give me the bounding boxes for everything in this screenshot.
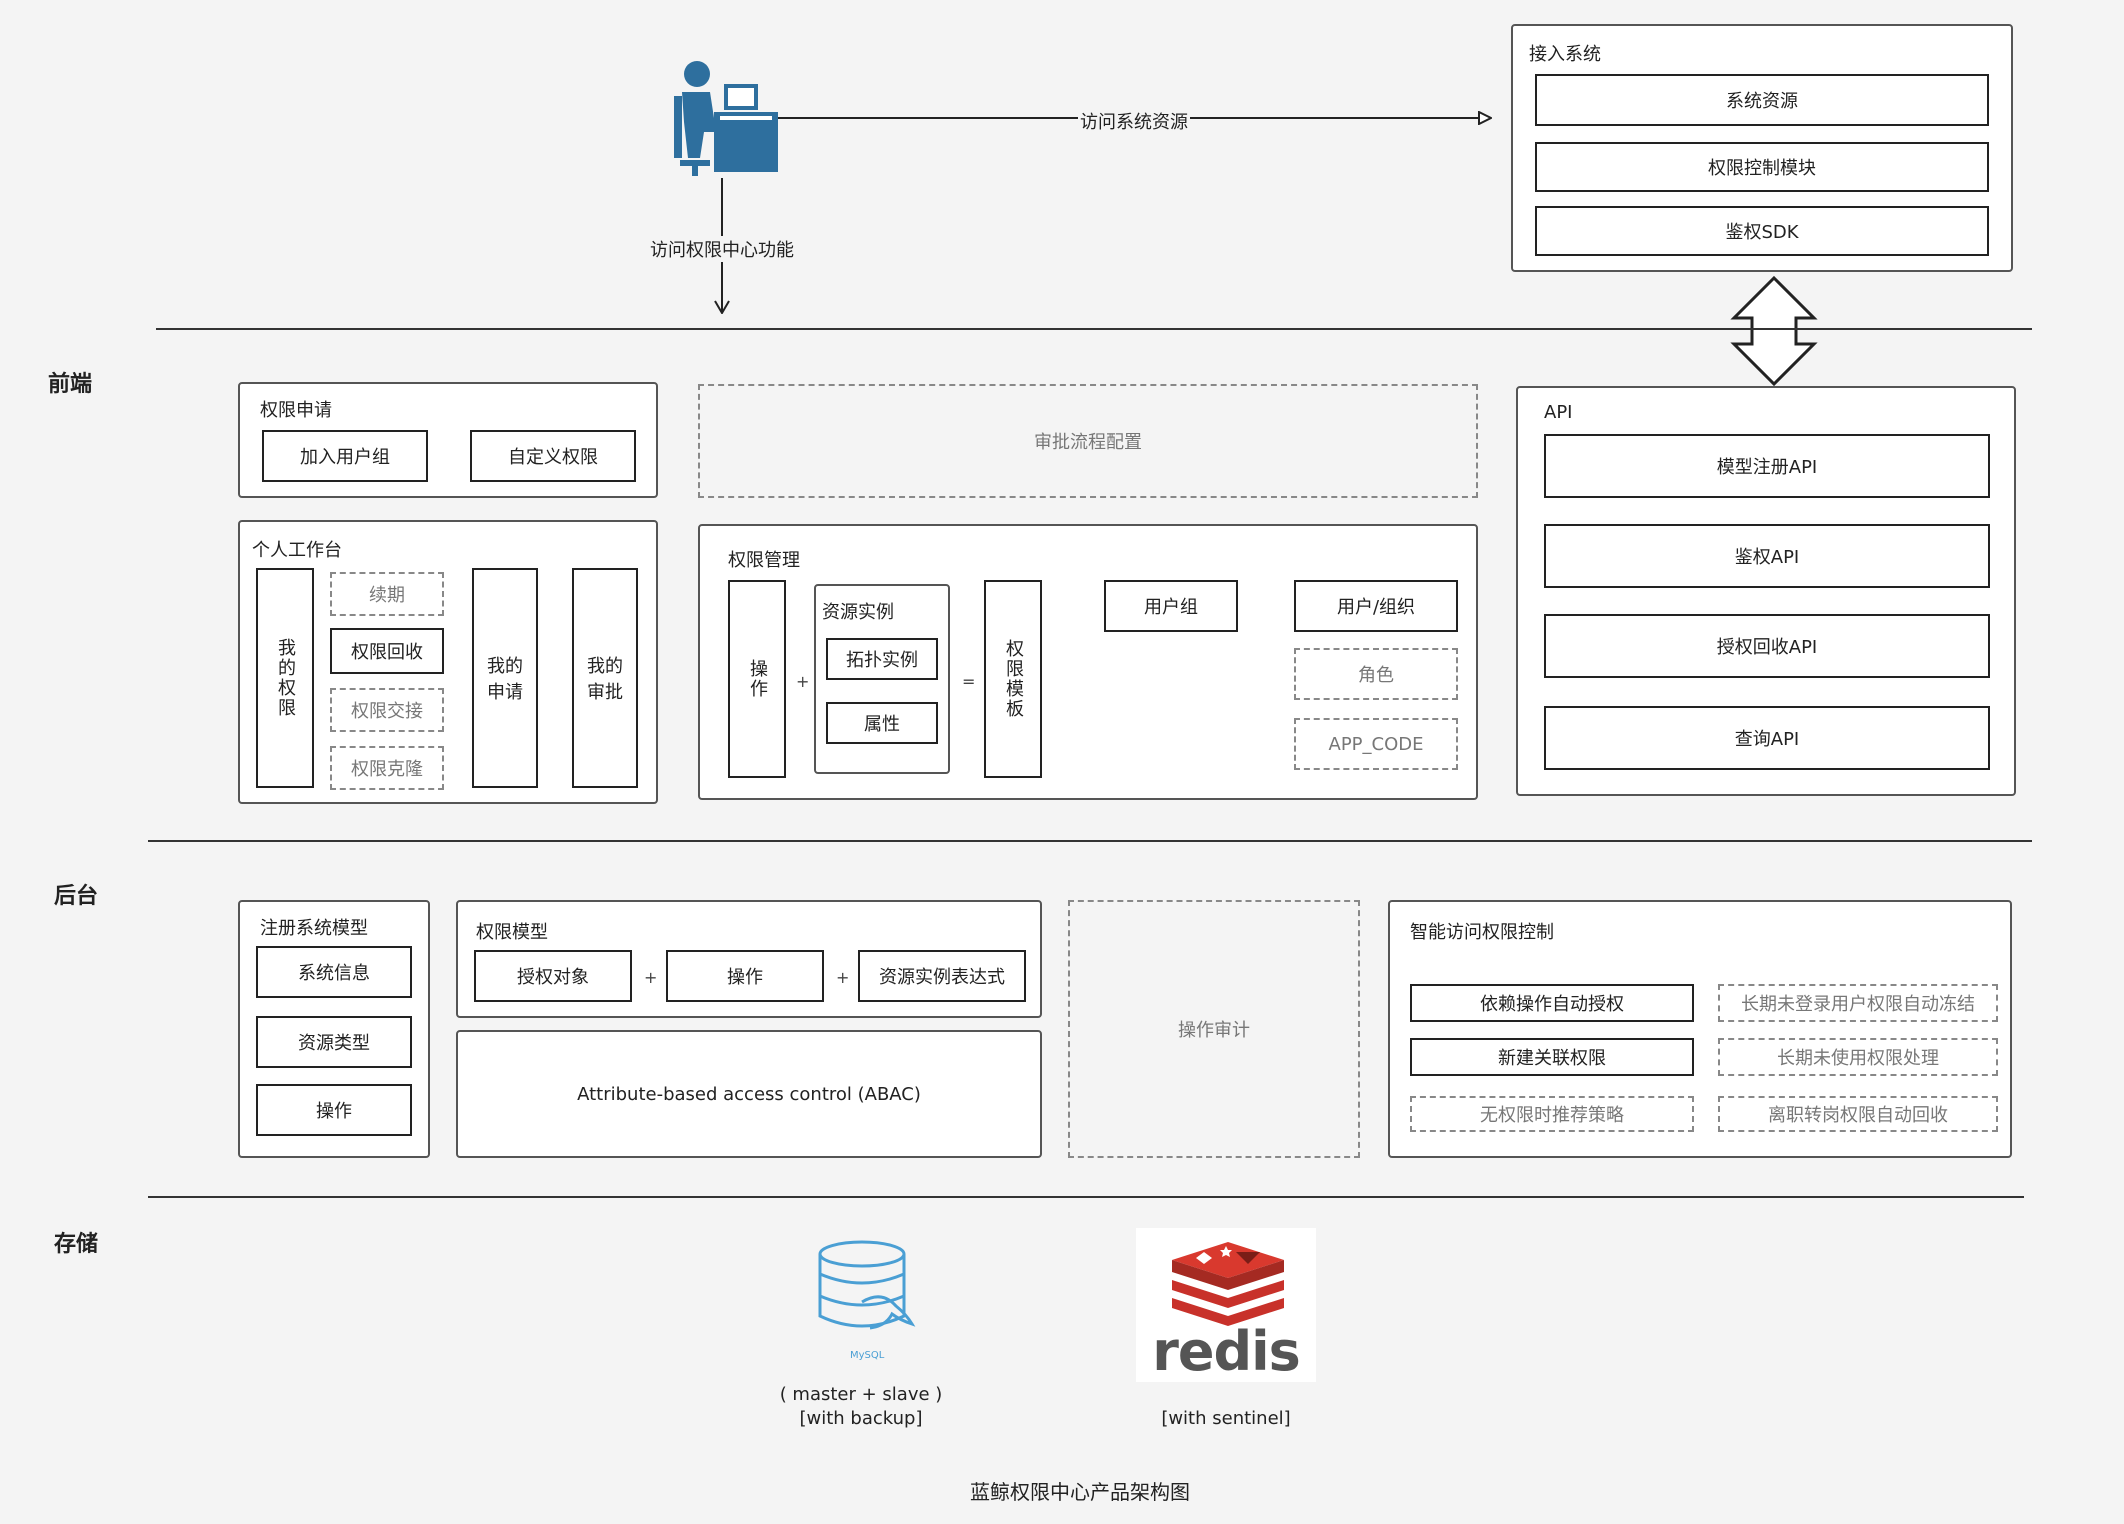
equals-sign: = <box>962 672 976 691</box>
my-perms-label: 我的权限 <box>275 638 296 718</box>
freeze-box: 长期未登录用户权限自动冻结 <box>1718 984 1998 1022</box>
user-group-box: 用户组 <box>1104 580 1238 632</box>
auth-sdk-box: 鉴权SDK <box>1535 206 1989 256</box>
mysql-logo-icon: MySQL <box>818 1240 916 1360</box>
separator-bottom <box>148 1196 2024 1198</box>
double-arrow <box>1730 275 1818 387</box>
layer-label-backend: 后台 <box>54 884 99 909</box>
api-title: API <box>1544 402 1573 423</box>
clone-item[interactable]: 权限克隆 <box>330 746 444 790</box>
auth-api-box: 鉴权API <box>1544 524 1990 588</box>
arrow-label-access-system: 访问系统资源 <box>1078 108 1190 134</box>
system-resource-box: 系统资源 <box>1535 74 1989 126</box>
plus-sign-2: + <box>836 968 850 987</box>
workbench-title: 个人工作台 <box>252 540 342 561</box>
redis-cube-icon <box>1172 1242 1284 1326</box>
renew-item[interactable]: 续期 <box>330 572 444 616</box>
my-apply-box[interactable]: 我的申请 <box>472 568 538 788</box>
join-user-group-button[interactable]: 加入用户组 <box>262 430 428 482</box>
perm-mgmt-panel: 权限管理 操作 + 资源实例 拓扑实例 属性 = 权限模板 用户组 用户/组织 … <box>698 524 1478 800</box>
personal-workbench-panel: 个人工作台 我的权限 续期 权限回收 权限交接 权限克隆 我的申请 我的审批 <box>238 520 658 804</box>
resource-expr-box: 资源实例表达式 <box>858 950 1026 1002</box>
perm-template-box: 权限模板 <box>984 580 1042 778</box>
plus-sign: + <box>796 672 810 691</box>
perm-mgmt-title: 权限管理 <box>728 550 800 571</box>
system-info-box: 系统信息 <box>256 946 412 998</box>
perm-model-title: 权限模型 <box>476 922 548 943</box>
revoke-item[interactable]: 权限回收 <box>330 628 444 674</box>
arrow-label-access-center: 访问权限中心功能 <box>648 236 796 262</box>
unused-box: 长期未使用权限处理 <box>1718 1038 1998 1076</box>
resource-instance-group: 资源实例 拓扑实例 属性 <box>814 584 950 774</box>
model-register-api-box: 模型注册API <box>1544 434 1990 498</box>
approval-flow-config: 审批流程配置 <box>698 384 1478 498</box>
mysql-logo-text: MySQL <box>850 1350 885 1360</box>
operation-box: 操作 <box>256 1084 412 1136</box>
auto-grant-box: 依赖操作自动授权 <box>1410 984 1694 1022</box>
smart-control-panel: 智能访问权限控制 依赖操作自动授权 新建关联权限 无权限时推荐策略 长期未登录用… <box>1388 900 2012 1158</box>
diagram-caption: 蓝鲸权限中心产品架构图 <box>970 1480 1190 1504</box>
separator-middle <box>148 840 2032 842</box>
register-model-panel: 注册系统模型 系统信息 资源类型 操作 <box>238 900 430 1158</box>
model-op-box: 操作 <box>666 950 824 1002</box>
user-org-box: 用户/组织 <box>1294 580 1458 632</box>
smart-control-title: 智能访问权限控制 <box>1410 922 1554 943</box>
separator-top <box>156 328 2032 330</box>
mysql-caption-line1: ( master + slave ) <box>779 1384 943 1405</box>
grant-subject-box: 授权对象 <box>474 950 632 1002</box>
resource-type-box: 资源类型 <box>256 1016 412 1068</box>
my-approve-box[interactable]: 我的审批 <box>572 568 638 788</box>
user-computer-icon <box>674 61 778 176</box>
layer-label-storage: 存储 <box>54 1232 99 1257</box>
redis-logo: redis <box>1136 1228 1316 1382</box>
resource-instance-title: 资源实例 <box>822 602 894 623</box>
operation-audit-box: 操作审计 <box>1068 900 1360 1158</box>
api-panel: API 模型注册API 鉴权API 授权回收API 查询API <box>1516 386 2016 796</box>
no-perm-recommend-box: 无权限时推荐策略 <box>1410 1096 1694 1132</box>
mysql-caption-line2: [with backup] <box>799 1408 923 1429</box>
plus-sign-1: + <box>644 968 658 987</box>
custom-perm-button[interactable]: 自定义权限 <box>470 430 636 482</box>
layer-label-frontend: 前端 <box>48 372 93 397</box>
access-system-panel: 接入系统 系统资源 权限控制模块 鉴权SDK <box>1511 24 2013 272</box>
grant-revoke-api-box: 授权回收API <box>1544 614 1990 678</box>
register-model-title: 注册系统模型 <box>260 918 368 939</box>
my-perms-box[interactable]: 我的权限 <box>256 568 314 788</box>
access-system-title: 接入系统 <box>1529 44 1601 65</box>
perm-model-panel: 权限模型 授权对象 + 操作 + 资源实例表达式 <box>456 900 1042 1018</box>
abac-box: Attribute-based access control (ABAC) <box>456 1030 1042 1158</box>
new-related-box: 新建关联权限 <box>1410 1038 1694 1076</box>
redis-logo-text: redis <box>1152 1320 1301 1383</box>
perm-op-box: 操作 <box>728 580 786 778</box>
perm-template-label: 权限模板 <box>1003 639 1024 719</box>
topo-instance-box: 拓扑实例 <box>826 638 938 680</box>
perm-control-module-box: 权限控制模块 <box>1535 142 1989 192</box>
handover-item[interactable]: 权限交接 <box>330 688 444 732</box>
attribute-box: 属性 <box>826 702 938 744</box>
role-box: 角色 <box>1294 648 1458 700</box>
redis-caption: [with sentinel] <box>1161 1408 1291 1429</box>
leave-revoke-box: 离职转岗权限自动回收 <box>1718 1096 1998 1132</box>
perm-apply-panel: 权限申请 加入用户组 自定义权限 <box>238 382 658 498</box>
app-code-box: APP_CODE <box>1294 718 1458 770</box>
perm-op-label: 操作 <box>747 659 768 699</box>
perm-apply-title: 权限申请 <box>260 400 332 421</box>
query-api-box: 查询API <box>1544 706 1990 770</box>
